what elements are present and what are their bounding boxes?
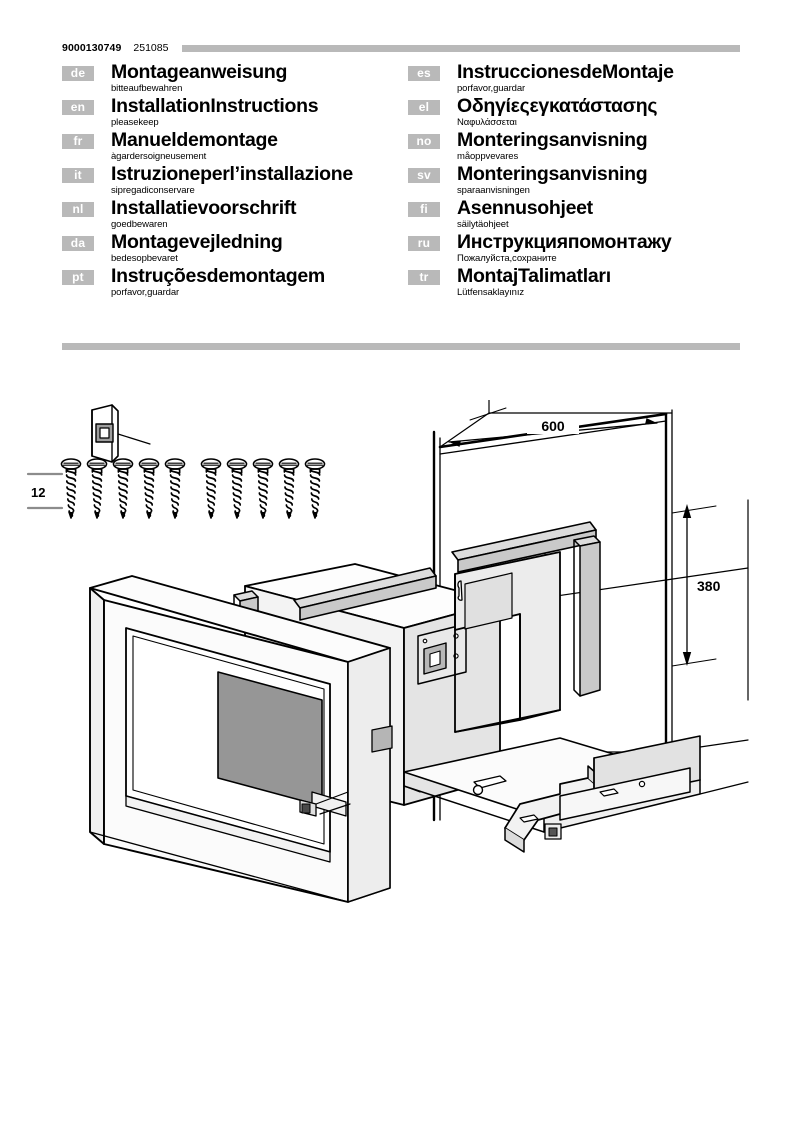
language-entry-no: no Monteringsanvisning måoppvevares	[408, 130, 740, 162]
language-badge-ru: ru	[408, 236, 440, 251]
language-entry-fi: fi Asennusohjeet säilytäohjeet	[408, 198, 740, 230]
language-title-fi: Asennusohjeet	[457, 197, 593, 219]
dimension-width-600: 600	[448, 407, 658, 447]
language-title-sv: Monteringsanvisning	[457, 163, 648, 185]
oven-cavity-frame	[454, 551, 561, 733]
language-title-pt: Instruçõesdemontagem	[111, 265, 325, 287]
language-entry-es: es InstruccionesdeMontaje porfavor,guard…	[408, 62, 740, 94]
language-badge-fi: fi	[408, 202, 440, 217]
language-column-right: es InstruccionesdeMontaje porfavor,guard…	[401, 62, 740, 300]
language-entry-el: el Οδηγίεςεγκατάστασης Ναφυλάσσεται	[408, 96, 740, 128]
language-entry-pt: pt Instruçõesdemontagem porfavor,guardar	[62, 266, 401, 298]
language-subtitle-fi: säilytäohjeet	[457, 219, 509, 230]
language-column-left: de Montageanweisung bitteaufbewahren en …	[62, 62, 401, 300]
language-badge-nl: nl	[62, 202, 94, 217]
language-title-no: Monteringsanvisning	[457, 129, 648, 151]
language-entry-nl: nl Installatievoorschrift goedbewaren	[62, 198, 401, 230]
language-badge-es: es	[408, 66, 440, 81]
language-subtitle-pt: porfavor,guardar	[111, 287, 180, 298]
document-code: 251085	[133, 42, 169, 54]
document-number: 9000130749	[62, 42, 122, 54]
language-badge-no: no	[408, 134, 440, 149]
mounting-clip	[91, 404, 151, 463]
language-subtitle-fr: àgardersoigneusement	[111, 151, 207, 162]
language-title-tr: MontajTalimatları	[457, 265, 611, 287]
installation-diagram: 12	[0, 400, 802, 940]
language-subtitle-es: porfavor,guardar	[457, 83, 526, 94]
language-title-en: InstallationInstructions	[111, 95, 319, 117]
language-badge-it: it	[62, 168, 94, 183]
language-subtitle-nl: goedbewaren	[111, 219, 168, 230]
language-subtitle-sv: sparaanvisningen	[457, 185, 530, 196]
language-title-es: InstruccionesdeMontaje	[457, 61, 674, 83]
language-badge-en: en	[62, 100, 94, 115]
language-badge-pt: pt	[62, 270, 94, 285]
language-subtitle-it: sipregadiconservare	[111, 185, 195, 196]
language-subtitle-ru: Пожалуйста,сохраните	[457, 253, 557, 264]
language-title-da: Montagevejledning	[111, 231, 283, 253]
language-title-it: Istruzioneperl’installazione	[111, 163, 353, 185]
document-header: 9000130749 251085	[62, 40, 740, 56]
language-entry-de: de Montageanweisung bitteaufbewahren	[62, 62, 401, 94]
language-subtitle-tr: Lütfensaklayınız	[457, 287, 525, 298]
language-entry-it: it Istruzioneperl’installazione sipregad…	[62, 164, 401, 196]
language-entry-ru: ru Инструкцияпомонтажу Пожалуйста,сохран…	[408, 232, 740, 264]
language-entry-fr: fr Manueldemontage àgardersoigneusement	[62, 130, 401, 162]
language-subtitle-da: bedesopbevaret	[111, 253, 178, 264]
language-subtitle-de: bitteaufbewahren	[111, 83, 183, 94]
language-entry-da: da Montagevejledning bedesopbevaret	[62, 232, 401, 264]
dimension-height-380: 380	[671, 504, 734, 667]
screw-set: 12	[26, 458, 326, 519]
screw-length-bracket	[26, 472, 64, 510]
language-subtitle-en: pleasekeep	[111, 117, 159, 128]
mounting-rail	[403, 735, 701, 853]
language-badge-el: el	[408, 100, 440, 115]
language-subtitle-no: måoppvevares	[457, 151, 519, 162]
language-entry-en: en InstallationInstructions pleasekeep	[62, 96, 401, 128]
language-badge-da: da	[62, 236, 94, 251]
dimension-height-label: 380	[697, 578, 721, 594]
language-title-fr: Manueldemontage	[111, 129, 278, 151]
language-title-de: Montageanweisung	[111, 61, 288, 83]
language-title-ru: Инструкцияпомонтажу	[457, 231, 672, 253]
installation-diagram-svg: 12	[26, 400, 749, 903]
language-list: de Montageanweisung bitteaufbewahren en …	[62, 62, 740, 300]
language-title-el: Οδηγίεςεγκατάστασης	[457, 95, 658, 117]
footer-rule	[62, 343, 740, 350]
language-entry-sv: sv Monteringsanvisning sparaanvisningen	[408, 164, 740, 196]
door-trim-frame	[89, 575, 393, 903]
language-badge-sv: sv	[408, 168, 440, 183]
reference-lines	[403, 781, 749, 795]
language-badge-tr: tr	[408, 270, 440, 285]
header-rule	[182, 44, 740, 52]
dimension-width-label: 600	[541, 418, 565, 434]
screw-quantity-label: 12	[31, 485, 45, 500]
door-latch	[299, 791, 351, 817]
language-entry-tr: tr MontajTalimatları Lütfensaklayınız	[408, 266, 740, 298]
language-subtitle-el: Ναφυλάσσεται	[457, 117, 517, 128]
hinge-bracket-right	[417, 623, 467, 685]
language-badge-de: de	[62, 66, 94, 81]
language-title-nl: Installatievoorschrift	[111, 197, 297, 219]
language-badge-fr: fr	[62, 134, 94, 149]
